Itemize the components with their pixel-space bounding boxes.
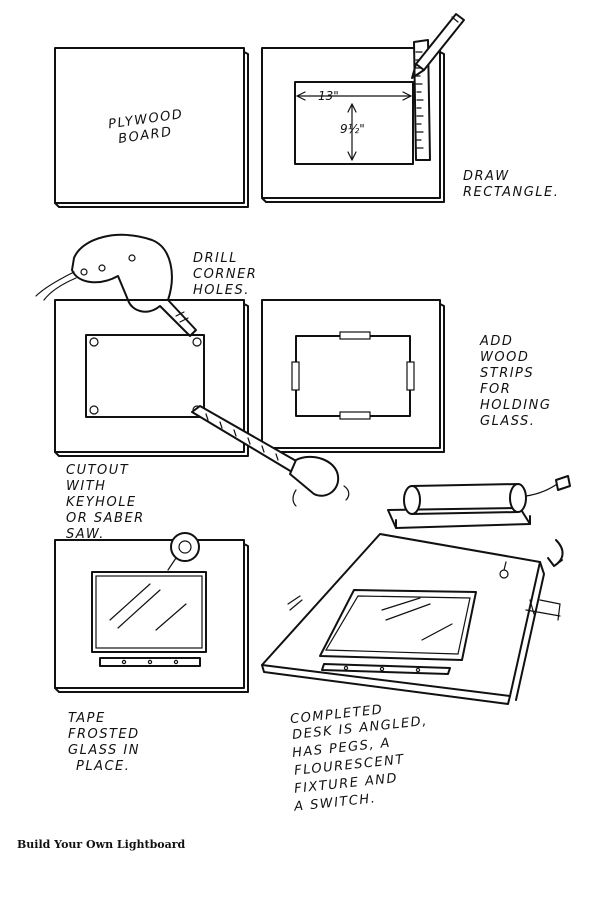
- tape-label-3: GLASS IN: [68, 743, 140, 758]
- drill-label-3: HOLES.: [193, 283, 250, 298]
- figure-caption: Build Your Own Lightboard: [17, 838, 186, 851]
- strips-label-6: GLASS.: [480, 414, 535, 429]
- strips-label-4: FOR: [480, 382, 511, 397]
- height-dimension: 9½": [340, 122, 365, 136]
- tape-label-1: TAPE: [68, 711, 106, 726]
- cutout-label-2: WITH: [66, 479, 106, 494]
- strips-label-2: WOOD: [480, 350, 529, 365]
- draw-label-1: DRAW: [463, 169, 510, 184]
- arrow-icon: [547, 539, 564, 567]
- width-dimension: 13": [318, 89, 339, 103]
- tape-label-4: PLACE.: [76, 759, 130, 774]
- cutout-label-5: SAW.: [66, 527, 105, 542]
- draw-label-2: RECTANGLE.: [463, 185, 559, 200]
- strips-label-1: ADD: [479, 334, 513, 349]
- strips-label-3: STRIPS: [480, 366, 534, 381]
- cutout-label-1: CUTOUT: [66, 463, 129, 478]
- panel-add-wood-strips: ADD WOOD STRIPS FOR HOLDING GLASS.: [261, 299, 551, 453]
- panel-plywood-board: PLYWOOD BOARD: [54, 47, 249, 208]
- strips-label-5: HOLDING: [480, 398, 551, 413]
- tape-label-2: FROSTED: [68, 727, 140, 742]
- saw-icon: [191, 405, 350, 507]
- cutout-label-3: KEYHOLE: [66, 495, 137, 510]
- cutout-label-4: OR SABER: [66, 511, 145, 526]
- tape-roll-icon: [167, 532, 200, 571]
- fluorescent-fixture-icon: [387, 475, 571, 529]
- panel-draw-rectangle: 13" 9½" DRAW RECTANGLE.: [261, 13, 559, 203]
- drill-label-2: CORNER: [193, 267, 257, 282]
- drill-icon: [35, 233, 197, 337]
- completed-desk: [261, 533, 561, 705]
- pencil-icon: [411, 13, 465, 79]
- drill-label-1: DRILL: [193, 251, 238, 266]
- panel-drill-corner-holes: [54, 299, 249, 457]
- switch-icon: [499, 569, 509, 579]
- panel-tape-frosted-glass: TAPE FROSTED GLASS IN PLACE.: [54, 532, 249, 774]
